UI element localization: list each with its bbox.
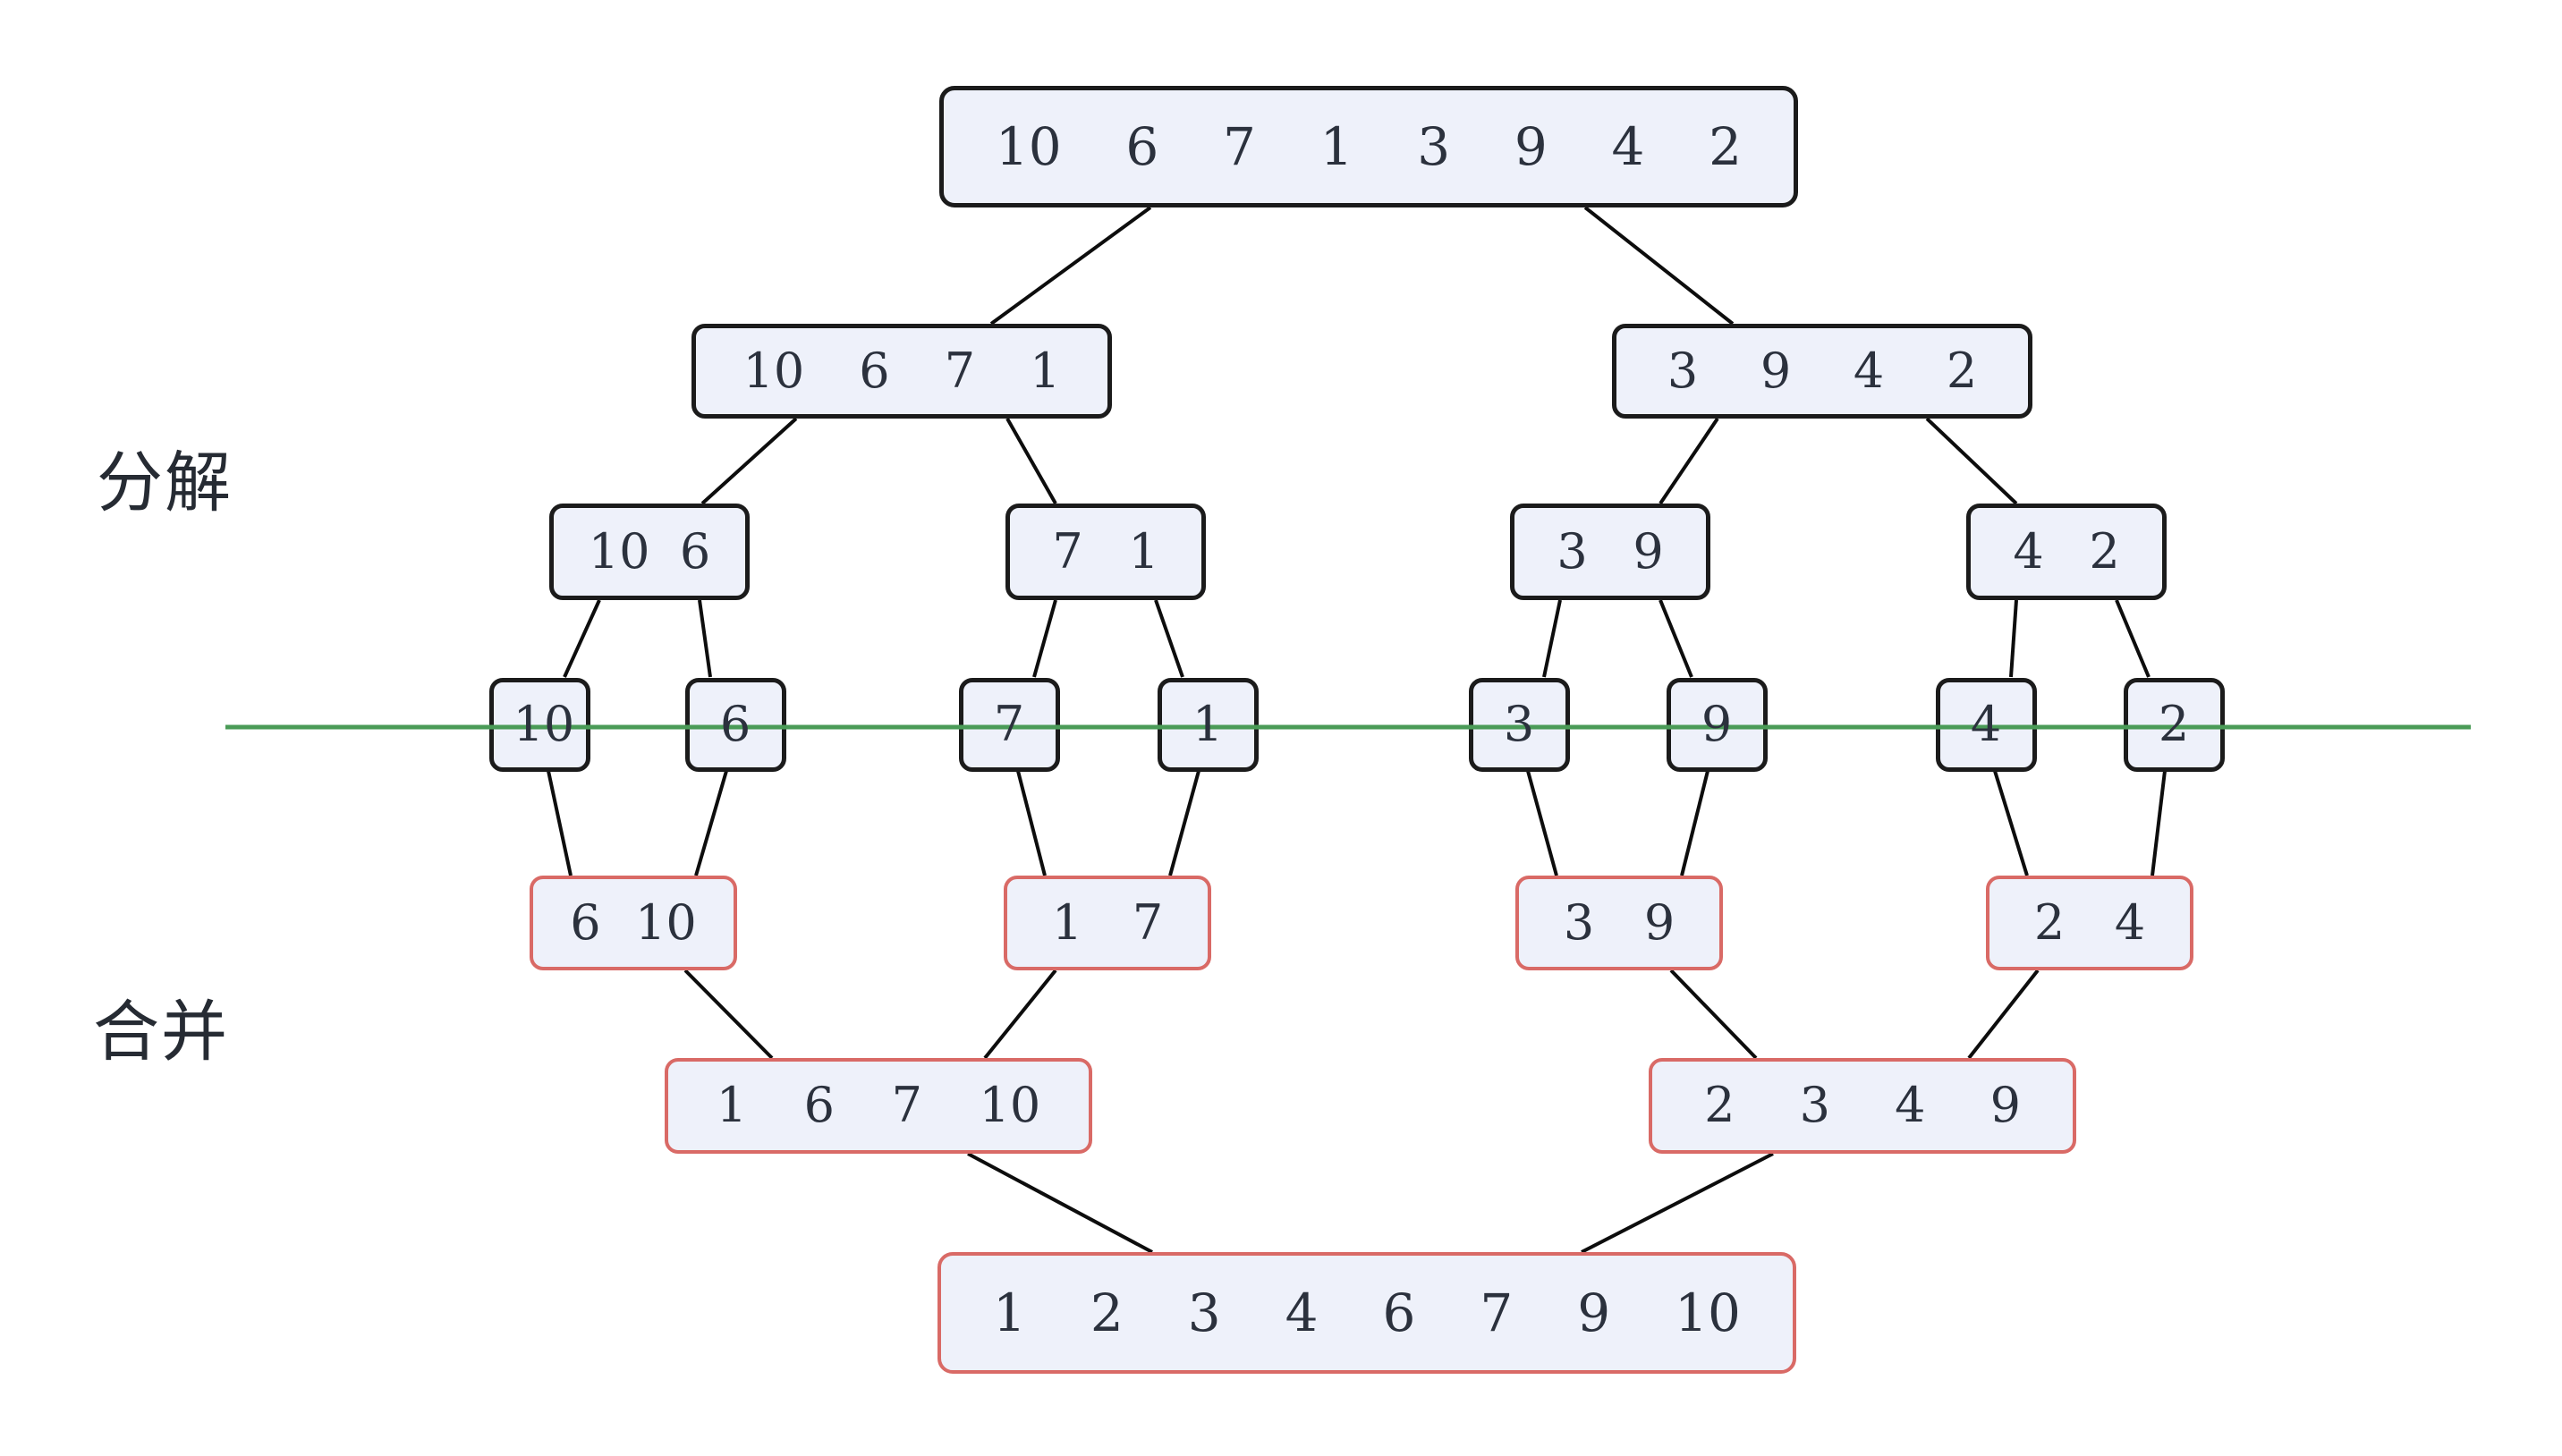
array-value: 2: [1704, 1077, 1735, 1133]
array-value: 7: [993, 696, 1025, 752]
array-value: 9: [1514, 116, 1548, 177]
array-node-10-6: 10 6: [549, 504, 750, 600]
array-node-3: 3: [1468, 677, 1570, 772]
array-value: 6: [679, 523, 711, 580]
array-value: 1: [1128, 523, 1159, 580]
array-value: 1: [716, 1077, 748, 1133]
array-node-9: 9: [1666, 677, 1768, 772]
array-value: 6: [1125, 116, 1159, 177]
array-value: 10: [635, 894, 697, 951]
array-value: 7: [944, 343, 976, 399]
array-value: 10: [742, 343, 805, 399]
array-value: 4: [1853, 343, 1885, 399]
array-node-2: 2: [2123, 677, 2225, 772]
array-node-7: 7: [958, 677, 1060, 772]
array-value: 7: [891, 1077, 922, 1133]
array-node-3-9-4-2: 3 9 4 2: [1612, 324, 2032, 419]
array-value: 9: [1577, 1282, 1611, 1343]
array-value: 6: [1382, 1282, 1416, 1343]
array-value: 9: [1643, 894, 1675, 951]
array-value: 6: [719, 696, 751, 752]
array-value: 10: [979, 1077, 1041, 1133]
array-value: 4: [1611, 116, 1645, 177]
array-value: 6: [803, 1077, 836, 1133]
array-node-4: 4: [1935, 677, 2037, 772]
array-node-1: 1: [1157, 677, 1259, 772]
array-node-10-6-7-1-3-9-4-2: 10 6 7 1 3 9 4 2: [939, 86, 1798, 207]
array-value: 3: [1563, 894, 1595, 951]
array-value: 4: [1285, 1282, 1319, 1343]
array-node-6: 6: [684, 677, 786, 772]
array-value: 3: [1667, 343, 1699, 399]
array-node-2-3-4-9: 2 3 4 9: [1649, 1057, 2076, 1154]
array-value: 3: [1417, 116, 1451, 177]
array-value: 9: [1989, 1077, 2021, 1133]
array-value: 3: [1187, 1282, 1221, 1343]
array-value: 4: [2013, 523, 2044, 580]
array-value: 9: [1701, 696, 1733, 752]
array-value: 10: [513, 696, 575, 752]
array-value: 2: [1709, 116, 1743, 177]
array-value: 4: [1895, 1077, 1926, 1133]
array-value: 7: [1480, 1282, 1514, 1343]
array-value: 2: [1090, 1282, 1124, 1343]
phase-label-decompose: 分解: [97, 445, 233, 520]
array-value: 9: [1760, 343, 1792, 399]
array-value: 1: [1051, 894, 1083, 951]
array-value: 7: [1052, 523, 1083, 580]
array-value: 10: [995, 116, 1062, 177]
array-value: 6: [570, 894, 601, 951]
phase-label-merge: 合并: [93, 995, 229, 1069]
array-value: 7: [1223, 116, 1256, 177]
array-value: 2: [2033, 894, 2066, 951]
array-node-6-10: 6 10: [530, 876, 737, 970]
array-value: 3: [1799, 1077, 1830, 1133]
array-node-1-2-3-4-6-7-9-10: 1 2 3 4 6 7 9 10: [937, 1252, 1796, 1374]
array-value: 2: [2089, 523, 2120, 580]
array-value: 4: [1970, 696, 2002, 752]
array-value: 1: [1030, 343, 1061, 399]
array-value: 3: [1557, 523, 1588, 580]
array-value: 2: [2158, 696, 2190, 752]
array-value: 9: [1633, 523, 1664, 580]
array-value: 10: [1675, 1282, 1741, 1343]
array-value: 10: [588, 523, 650, 580]
array-value: 1: [992, 1282, 1026, 1343]
array-value: 7: [1132, 894, 1164, 951]
array-value: 2: [1946, 343, 1978, 399]
array-value: 1: [1319, 116, 1353, 177]
array-value: 4: [2114, 894, 2146, 951]
array-value: 6: [859, 343, 890, 399]
array-node-10: 10: [488, 677, 590, 772]
array-value: 3: [1503, 696, 1535, 752]
array-value: 1: [1192, 696, 1224, 752]
